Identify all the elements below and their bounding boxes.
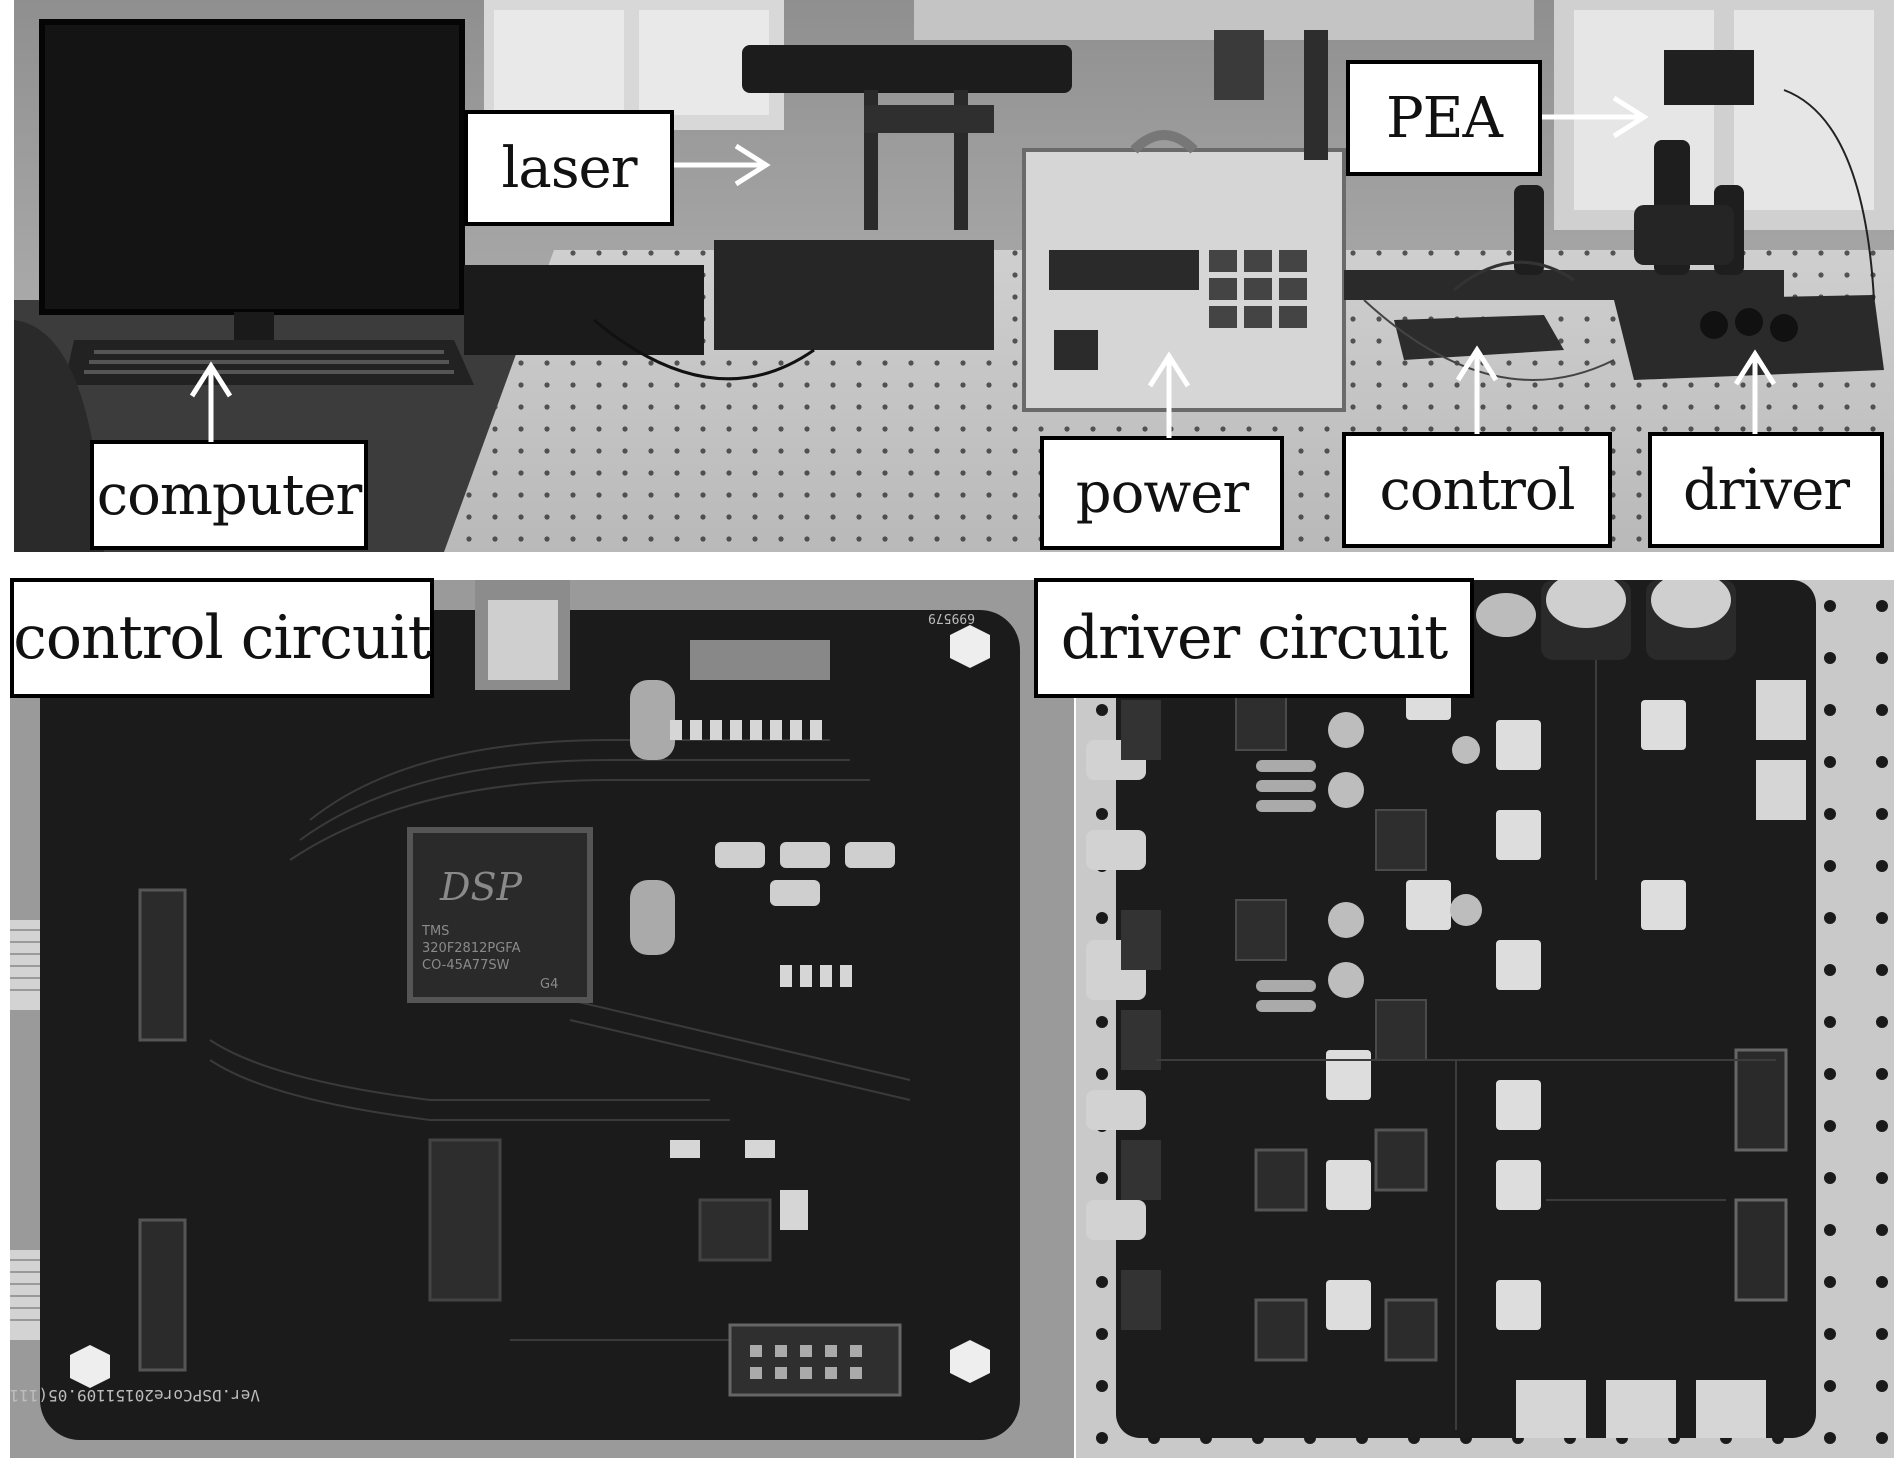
pea-label: PEA <box>1346 60 1542 176</box>
control-circuit-photo: DSP TMS 320F2812PGFA CO-45A77SW G4 <box>10 580 1074 1458</box>
board-id-text: 699579 <box>928 610 975 625</box>
chip-text-2: 320F2812PGFA <box>422 941 521 956</box>
control-circuit-board: DSP TMS 320F2812PGFA CO-45A77SW G4 <box>10 580 1074 1458</box>
driver-circuit-board <box>1076 580 1894 1458</box>
laser-label: laser <box>464 110 674 226</box>
chip-text-4: G4 <box>540 977 558 992</box>
chip-text-1: TMS <box>421 924 449 939</box>
driver-arrow <box>1733 349 1777 434</box>
power-arrow <box>1147 351 1191 438</box>
control-arrow <box>1455 345 1499 434</box>
driver-circuit-label: driver circuit <box>1034 578 1474 698</box>
dsp-logo-text: DSP <box>439 865 523 909</box>
power-label: power <box>1040 436 1284 550</box>
computer-label: computer <box>90 440 368 550</box>
driver-circuit-photo <box>1076 580 1894 1458</box>
computer-arrow <box>189 361 233 442</box>
control-circuit-label: control circuit <box>10 578 434 698</box>
pea-arrow <box>1542 95 1649 139</box>
laser-arrow <box>674 143 771 187</box>
driver-label: driver <box>1648 432 1884 548</box>
control-label: control <box>1342 432 1612 548</box>
board-version-text: Ver.DSPCore20151109.05(1117) <box>10 1386 260 1405</box>
chip-text-3: CO-45A77SW <box>422 958 510 973</box>
